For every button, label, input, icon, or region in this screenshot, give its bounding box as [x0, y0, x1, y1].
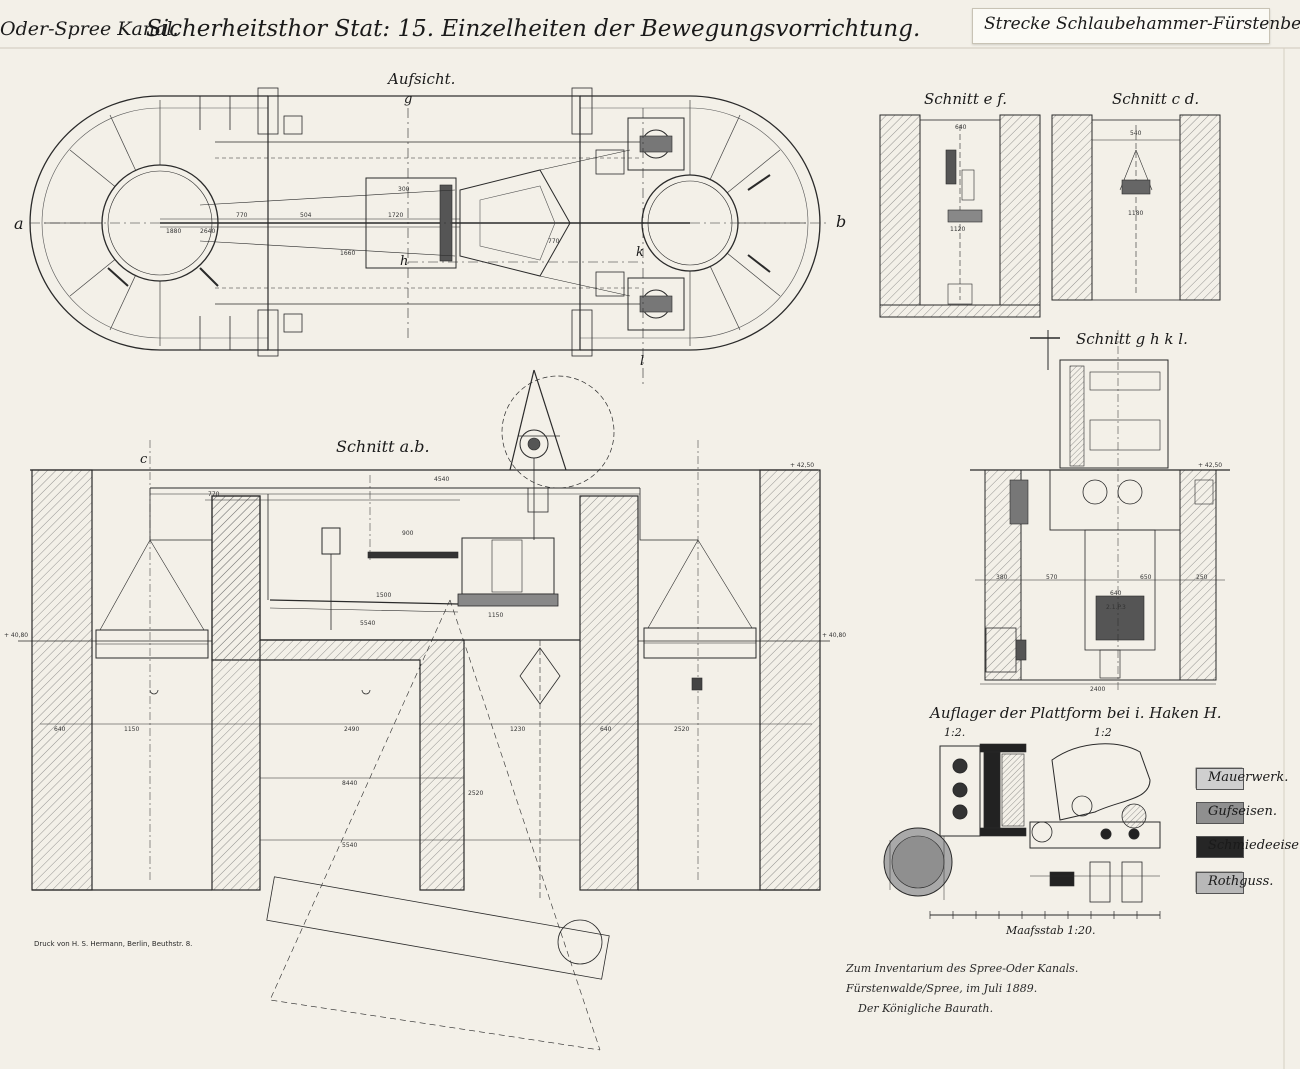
legend-label-red-brass: Rothguss.: [1208, 874, 1274, 889]
dim-ef-1: 640: [955, 124, 967, 131]
drawing-title: Sicherheitsthor Stat: 15. Einzelheiten d…: [146, 16, 921, 42]
label-section-ab: Schnitt a.b.: [336, 437, 430, 456]
dim-cd-2: 1180: [1128, 210, 1144, 217]
level-water-right: + 40,80: [822, 632, 847, 639]
dim-ghkl-4: 250: [1196, 574, 1208, 581]
section-ghkl: [970, 330, 1230, 690]
level-ghkl: + 42,50: [1198, 462, 1223, 469]
label-section-cd: Schnitt c d.: [1112, 90, 1200, 108]
support-detail: [883, 743, 1161, 919]
dim-ab-9: 640: [600, 726, 612, 733]
dim-ef-2: 1120: [950, 226, 966, 233]
section-ab: [18, 369, 830, 1051]
dim-ab-10: 8440: [342, 780, 358, 787]
label-section-ghkl: Schnitt g h k l.: [1076, 330, 1188, 348]
legend-swatch-wrought-iron: [1196, 836, 1244, 858]
mark-c: c: [140, 452, 148, 467]
dim-ab-4: 1500: [376, 592, 392, 599]
label-plan: Aufsicht.: [388, 70, 456, 88]
scale-bar-label: Maafsstab 1:20.: [1006, 924, 1096, 937]
mark-a: a: [14, 214, 24, 233]
scale-detail-left: 1:2.: [944, 726, 966, 739]
mark-h: h: [400, 254, 409, 269]
dim-ghkl-6: 640: [1110, 590, 1122, 597]
level-top-right: + 42,50: [790, 462, 815, 469]
signature-line-3: Der Königliche Baurath.: [858, 1002, 994, 1015]
canal-name: Oder-Spree Kanal.: [0, 18, 179, 40]
dim-plan-1: 300: [398, 186, 410, 193]
dim-ab-15: 2520: [674, 726, 690, 733]
dim-ghkl-3: 650: [1140, 574, 1152, 581]
mark-l: l: [640, 354, 645, 369]
legend-label-cast-iron: Gufseisen.: [1208, 804, 1277, 819]
section-cd: [1051, 114, 1221, 301]
plan-view: [29, 87, 830, 385]
dim-ghkl-7: 2.1.P.3: [1106, 604, 1126, 611]
dim-plan-5: 1660: [340, 250, 356, 257]
dim-ab-8: 1230: [510, 726, 526, 733]
dim-plan-8: 2640: [200, 228, 216, 235]
mark-k: k: [636, 245, 644, 260]
legend-label-masonry: Mauerwerk.: [1208, 770, 1289, 785]
label-section-ef: Schnitt e f.: [924, 90, 1008, 108]
dim-ab-7: 2490: [344, 726, 360, 733]
dim-plan-7: 1880: [166, 228, 182, 235]
level-water-left: + 40,80: [4, 632, 29, 639]
signature-line-2: Fürstenwalde/Spree, im Juli 1889.: [846, 982, 1038, 995]
legend-swatch-cast-iron: [1196, 802, 1244, 824]
label-support-detail: Auflager der Plattform bei i. Haken H.: [930, 704, 1222, 722]
signature-line-1: Zum Inventarium des Spree-Oder Kanals.: [846, 962, 1079, 975]
route-label-box: [972, 8, 1270, 44]
dim-ghkl-1: 380: [996, 574, 1008, 581]
dim-ab-11: 5540: [342, 842, 358, 849]
legend-swatch-red-brass: [1196, 872, 1244, 894]
legend-swatch-masonry: [1196, 768, 1244, 790]
mark-b: b: [836, 212, 847, 231]
dim-ab-5: 5540: [360, 620, 376, 627]
dim-ghkl-5: 2400: [1090, 686, 1106, 693]
dim-ab-2: 770: [208, 491, 220, 498]
dim-ab-3: 900: [402, 530, 414, 537]
dim-ab-13: 640: [54, 726, 66, 733]
dim-plan-4: 504: [300, 212, 312, 219]
dim-plan-6: 770: [548, 238, 560, 245]
dim-ab-1: 4540: [434, 476, 450, 483]
dim-plan-3: 1720: [388, 212, 404, 219]
dim-plan-2: 770: [236, 212, 248, 219]
route-label: Strecke Schlaubehammer-Fürstenberg.: [984, 14, 1300, 34]
dim-ghkl-2: 570: [1046, 574, 1058, 581]
dim-ab-6: 1150: [488, 612, 504, 619]
mark-g: g: [404, 92, 413, 107]
dim-ab-12: 1150: [124, 726, 140, 733]
dim-ab-14: 2520: [468, 790, 484, 797]
dim-cd-1: 540: [1130, 130, 1142, 137]
legend-label-wrought-iron: Schmiedeeisen.: [1208, 838, 1300, 853]
section-ef: [879, 114, 1041, 318]
printer-imprint: Druck von H. S. Hermann, Berlin, Beuthst…: [34, 940, 193, 948]
scale-detail-right: 1:2: [1094, 726, 1112, 739]
